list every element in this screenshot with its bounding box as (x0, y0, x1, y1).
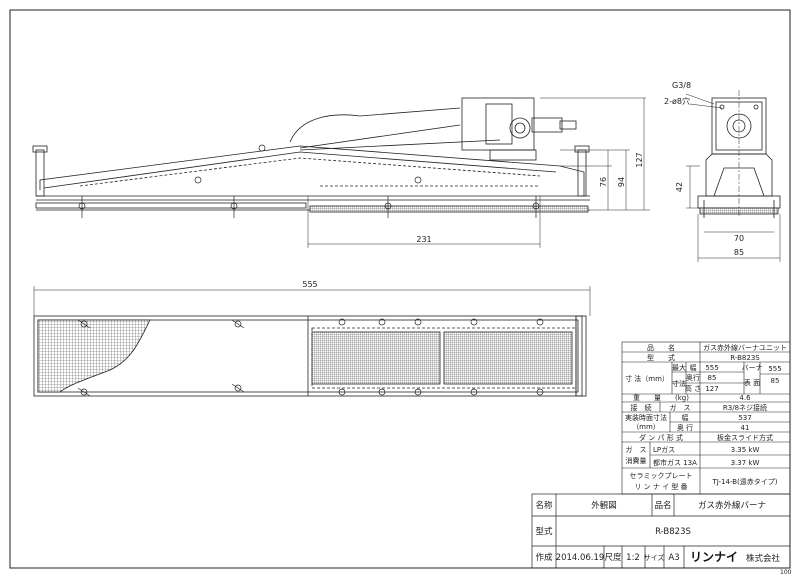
tb-scale-val: 1:2 (626, 553, 640, 563)
spec-inst-label1: 実装時面寸法 (625, 413, 667, 422)
spec-item-val: ガス赤外線バーナユニット (703, 343, 787, 352)
tb-date: 2014.06.19 (556, 553, 605, 563)
spec-weight-val: 4.6 (739, 394, 751, 402)
spec-inst-w-label: 幅 (682, 413, 689, 422)
spec-conn-label: 接 続 (631, 403, 652, 412)
spec-gas-lp: LPガス (653, 445, 675, 454)
spec-model-val: R-B823S (730, 354, 760, 362)
spec-w-val: 555 (705, 364, 718, 372)
title-block-text: 名称 外観図 品名 ガス赤外線バーナ 型式 R-B823S 作成 2014.06… (535, 500, 791, 576)
spec-h-val: 127 (705, 385, 718, 393)
label-g38: G3/8 (672, 81, 691, 90)
spec-burner-d: 85 (771, 377, 780, 385)
dim-side-85: 85 (734, 248, 744, 257)
tb-size-label: サイズ (644, 553, 665, 562)
side-view (697, 90, 781, 218)
spec-conn-val: R3/8ネジ接続 (723, 403, 767, 412)
spec-gas-city: 都市ガス 13A (653, 458, 697, 467)
spec-h-label: 高 さ (685, 384, 701, 393)
spec-inst-d-val: 41 (741, 424, 750, 432)
dim-side-42: 42 (675, 182, 684, 192)
spec-table-text: 品 名 ガス赤外線バーナユニット 型 式 R-B823S 寸 法（mm） 最大 … (625, 343, 787, 491)
spec-gas-label2: 消費量 (626, 456, 647, 465)
spec-ceramic-val: TJ-14-B(遠赤タイプ) (711, 477, 777, 486)
spec-gas-lp-val: 3.35 kW (731, 446, 760, 454)
title-block (531, 493, 791, 569)
tb-made-label: 作成 (535, 552, 553, 563)
tb-size-val: A3 (668, 553, 679, 563)
dim-length-555: 555 (302, 280, 317, 289)
plan-view (33, 315, 587, 397)
spec-weight-label: 重 量 (kg) (633, 394, 689, 402)
spec-d-val: 85 (708, 374, 717, 382)
front-dimensions (307, 97, 650, 248)
spec-inst-d-label: 奥 行 (677, 423, 693, 432)
tb-name-label: 名称 (535, 500, 553, 511)
spec-size-label: 寸 法（mm） (625, 374, 669, 383)
front-elevation-view (32, 97, 590, 218)
dim-width-231: 231 (416, 235, 431, 244)
corner-code: 100 (780, 569, 792, 576)
spec-gas-city-val: 3.37 kW (731, 459, 760, 467)
dim-side-70: 70 (734, 234, 744, 243)
spec-ceramic-label2: リ ン ナ イ 型 番 (634, 482, 687, 491)
tb-model-val: R-B823S (655, 527, 691, 537)
tb-name-val: 外観図 (591, 500, 617, 511)
label-holes: 2-ø8穴 (664, 96, 690, 106)
side-dimensions (685, 93, 781, 262)
spec-ceramic-label1: セラミックプレート (630, 472, 693, 480)
spec-conn-gas: ガ ス (670, 403, 691, 412)
company-logo: リンナイ (690, 550, 738, 564)
tb-model-label: 型式 (535, 526, 553, 537)
spec-inst-label2: （mm） (632, 423, 660, 431)
dim-height-127: 127 (635, 152, 644, 167)
company-suffix: 株式会社 (746, 553, 781, 564)
tb-product-val: ガス赤外線バーナ (698, 500, 766, 511)
ceramic-plate-right (443, 331, 573, 385)
spec-burner-w: 555 (768, 365, 781, 373)
ceramic-plate-left (311, 331, 441, 385)
spec-gas-label1: ガ ス (626, 445, 647, 454)
spec-damper-label: ダ ン パ 形 式 (639, 433, 683, 442)
spec-d-label: 奥行 (686, 373, 700, 382)
spec-burner-label: バーナ (742, 364, 763, 372)
tb-product-label: 品名 (654, 500, 671, 511)
spec-size-max: 最大 (672, 363, 686, 372)
spec-model-label: 型 式 (647, 353, 675, 362)
spec-w-label: 幅 (690, 363, 697, 372)
tb-scale-label: 尺度 (604, 552, 622, 563)
spec-burner-face: 表 面 (744, 378, 760, 387)
drawing-border (9, 9, 791, 569)
spec-size-sub: 寸法 (672, 379, 686, 388)
spec-table (621, 341, 791, 495)
dim-height-94: 94 (617, 177, 626, 187)
spec-inst-w-val: 537 (738, 414, 751, 422)
dim-height-76: 76 (599, 177, 608, 187)
spec-item-label: 品 名 (647, 343, 675, 352)
spec-damper-val: 板金スライド方式 (717, 433, 773, 442)
plan-dimension (33, 286, 591, 316)
